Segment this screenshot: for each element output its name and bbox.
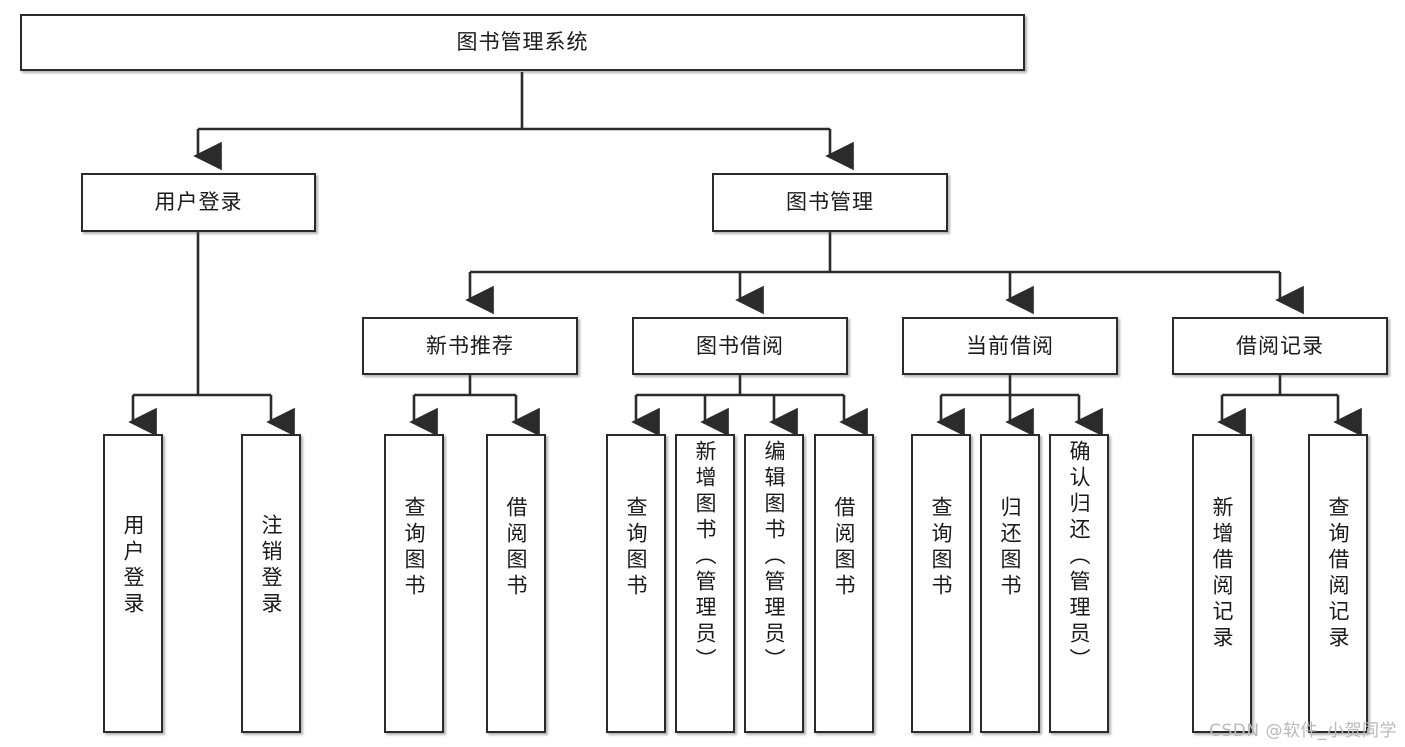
node-new-book-recommend-label: 新书推荐 [426, 333, 514, 358]
leaf-current-borrow-return-book[interactable]: 归还图书 [980, 434, 1040, 733]
leaf-book-borrow-query-book[interactable]: 查询图书 [606, 434, 666, 733]
leaf-label: 编辑图书（管理员） [762, 440, 787, 674]
node-root[interactable]: 图书管理系统 [20, 14, 1025, 71]
leaf-label: 查询借阅记录 [1326, 496, 1351, 652]
node-book-borrow-label: 图书借阅 [696, 333, 784, 358]
leaf-current-borrow-confirm-return-admin[interactable]: 确认归还（管理员） [1049, 434, 1109, 733]
leaf-label: 查询图书 [624, 496, 649, 600]
node-current-borrow[interactable]: 当前借阅 [902, 317, 1118, 375]
node-user-login[interactable]: 用户登录 [81, 173, 316, 232]
leaf-new-book-query-book[interactable]: 查询图书 [384, 434, 444, 733]
leaf-label: 借阅图书 [504, 496, 529, 600]
leaf-current-borrow-query-book[interactable]: 查询图书 [911, 434, 971, 733]
leaf-borrow-record-add-record[interactable]: 新增借阅记录 [1192, 434, 1252, 733]
node-user-login-label: 用户登录 [154, 190, 243, 214]
leaf-new-book-borrow-book[interactable]: 借阅图书 [486, 434, 546, 733]
leaf-book-borrow-borrow-book[interactable]: 借阅图书 [814, 434, 874, 733]
node-book-management-label: 图书管理 [786, 190, 874, 214]
leaf-borrow-record-query-record[interactable]: 查询借阅记录 [1308, 434, 1368, 733]
leaf-label: 新增图书（管理员） [693, 440, 718, 674]
leaf-book-borrow-add-book-admin[interactable]: 新增图书（管理员） [675, 434, 735, 733]
csdn-watermark: CSDN @软件_小贺同学 [1209, 721, 1397, 741]
leaf-label: 注销登录 [259, 514, 284, 618]
leaf-label: 归还图书 [998, 496, 1023, 600]
node-current-borrow-label: 当前借阅 [966, 333, 1054, 358]
leaf-book-borrow-edit-book-admin[interactable]: 编辑图书（管理员） [744, 434, 804, 733]
leaf-user-login-login[interactable]: 用户登录 [103, 434, 163, 733]
node-book-borrow[interactable]: 图书借阅 [632, 317, 848, 375]
node-borrow-record[interactable]: 借阅记录 [1172, 317, 1388, 375]
node-book-management[interactable]: 图书管理 [712, 173, 948, 232]
leaf-user-login-logout[interactable]: 注销登录 [241, 434, 301, 733]
leaf-label: 用户登录 [121, 514, 146, 618]
node-root-label: 图书管理系统 [456, 30, 589, 54]
leaf-label: 借阅图书 [832, 496, 857, 600]
node-new-book-recommend[interactable]: 新书推荐 [362, 317, 578, 375]
leaf-label: 确认归还（管理员） [1067, 440, 1092, 674]
leaf-label: 新增借阅记录 [1210, 496, 1235, 652]
node-borrow-record-label: 借阅记录 [1236, 333, 1324, 358]
leaf-label: 查询图书 [402, 496, 427, 600]
leaf-label: 查询图书 [929, 496, 954, 600]
